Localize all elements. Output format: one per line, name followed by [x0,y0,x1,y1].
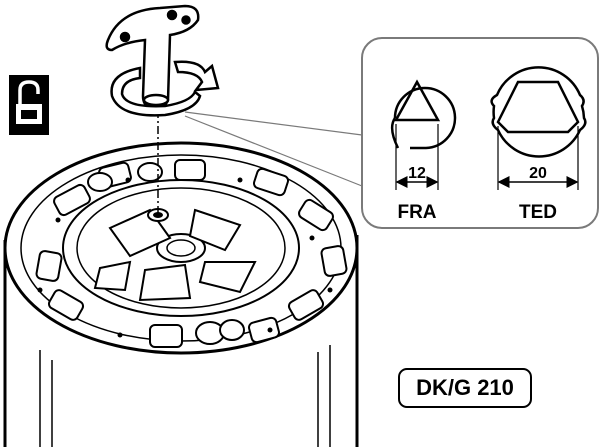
ted-dimension: 20 [529,165,547,182]
model-code-badge: DK/G 210 [398,368,532,408]
fra-label: FRA [397,202,436,223]
bolt-holes [37,177,333,338]
ring-pockets [35,159,348,348]
fra-dimension: 12 [408,165,426,182]
ted-label: TED [519,202,557,223]
rotation-arrow-icon [110,60,220,117]
turntable-spokes [93,208,257,302]
ted-profile-drawing [490,66,587,190]
detail-leader-lines [184,111,363,187]
unlock-padlock-icon [9,75,49,135]
fra-profile-drawing [390,79,457,190]
